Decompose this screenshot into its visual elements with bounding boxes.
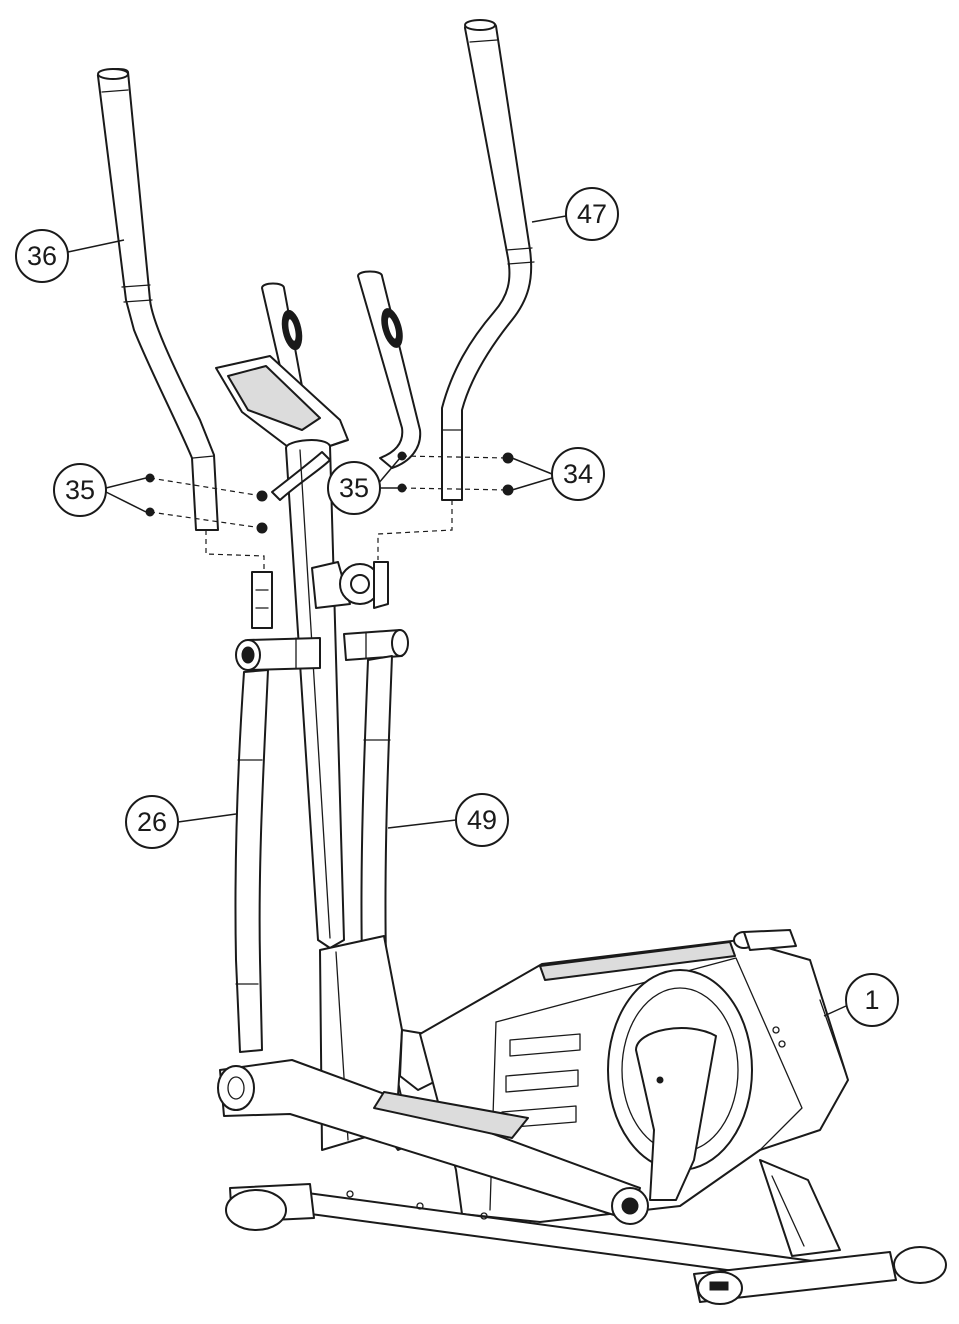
- callout-47: 47: [531, 187, 619, 241]
- nut-34-lower: [502, 484, 514, 496]
- nut-left-upper: [256, 490, 268, 502]
- callout-26: 26: [125, 795, 237, 849]
- callout-49: 49: [387, 793, 509, 847]
- callout-47-label: 47: [577, 199, 607, 229]
- pedal-beam: [217, 1059, 649, 1225]
- bolt-35-lower: [145, 507, 155, 517]
- console-display: [215, 355, 349, 457]
- base-frame: [225, 1159, 947, 1305]
- right-pivot-bracket: [311, 561, 389, 609]
- callout-1: 1: [823, 973, 899, 1027]
- left-pivot-bracket: [251, 571, 273, 629]
- callout-36-label: 36: [27, 241, 57, 271]
- callout-34-label: 34: [563, 459, 593, 489]
- right-upper-handlebar: [441, 19, 535, 501]
- left-lower-arm: [234, 669, 269, 1053]
- left-upper-handlebar: [97, 68, 219, 531]
- callout-35-left-label: 35: [65, 475, 95, 505]
- callout-35-right: 35: [327, 457, 401, 515]
- bolt-35-upper: [145, 473, 155, 483]
- callout-1-label: 1: [864, 985, 879, 1015]
- right-inner-arm: [357, 270, 422, 469]
- callout-49-label: 49: [467, 805, 497, 835]
- nut-left-lower: [256, 522, 268, 534]
- callout-34: 34: [511, 447, 605, 501]
- left-bolt-guides: [145, 473, 268, 572]
- pivot-axle: [235, 629, 409, 671]
- nut-34-upper: [502, 452, 514, 464]
- callout-26-label: 26: [137, 807, 167, 837]
- callout-35-left: 35: [53, 463, 147, 517]
- callout-36: 36: [15, 229, 125, 283]
- callout-35-right-label: 35: [339, 473, 369, 503]
- front-upright-post: [271, 439, 345, 949]
